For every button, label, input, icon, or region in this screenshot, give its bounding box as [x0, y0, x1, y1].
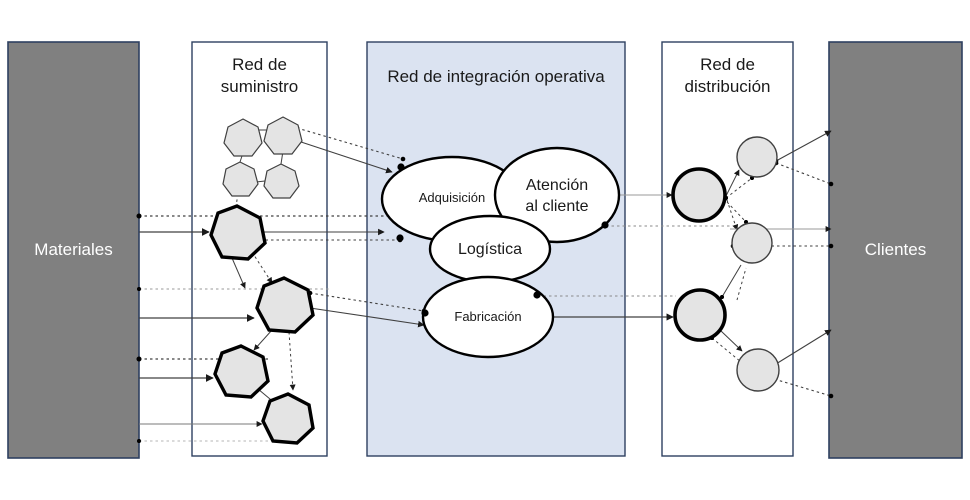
endcap-clientes — [828, 41, 963, 459]
port-dot-fab-ne — [533, 291, 541, 299]
dist-edge-4 — [726, 201, 749, 225]
distribution-node-d-hub-1[interactable] — [671, 167, 727, 223]
materials-feed-lines — [136, 213, 411, 444]
supply-node-s-small-4[interactable] — [263, 163, 300, 199]
supply-node-s-hub-4[interactable] — [261, 392, 315, 445]
dist-edge-6 — [736, 267, 747, 301]
integration-to-distribution-links — [535, 192, 730, 321]
supply-node-s-hub-2[interactable] — [255, 276, 315, 334]
panel-title-integration: Red de integración operativa — [387, 67, 605, 86]
supply-int-solid-a — [294, 139, 393, 174]
port-dot-atn-se — [601, 221, 609, 229]
distribution-node-d-small-2[interactable] — [731, 222, 773, 264]
supply-int-dotted-a — [294, 125, 406, 162]
supply-node-s-small-2[interactable] — [263, 116, 303, 155]
supply-edge-7 — [231, 257, 246, 289]
supply-to-integration-links — [257, 125, 427, 328]
distribution-node-d-small-1[interactable] — [736, 136, 778, 178]
dist-edge-8 — [709, 335, 744, 365]
supply-edge-6 — [251, 251, 273, 284]
dist-client-solid-1 — [773, 130, 832, 164]
ellipse-port-dots — [396, 163, 609, 317]
supply-int-solid-c — [309, 307, 425, 328]
port-dot-fab-w — [421, 309, 429, 317]
endcap-label-clientes: Clientes — [864, 240, 927, 259]
supply-node-s-small-3[interactable] — [222, 161, 259, 197]
distribution-node-d-hub-2[interactable] — [673, 288, 727, 342]
supply-node-s-small-1[interactable] — [223, 118, 263, 157]
process-node-logistica[interactable] — [428, 214, 552, 284]
dist-client-dotted-1 — [773, 160, 834, 187]
supply-edge-8 — [253, 329, 273, 351]
port-dot-adq-nw — [397, 163, 405, 171]
panel-title-distribution: Red de distribución — [684, 55, 771, 96]
distribution-internal-links — [709, 169, 755, 365]
endcap-materiales — [7, 41, 140, 459]
dist-edge-5 — [719, 264, 742, 300]
port-dot-adq-sw — [396, 234, 404, 242]
supply-edge-9 — [288, 331, 296, 391]
process-node-atencion-al-cliente[interactable] — [493, 146, 621, 244]
distribution-node-d-small-3[interactable] — [736, 348, 780, 392]
supply-node-s-hub-3[interactable] — [213, 344, 270, 399]
supply-node-s-hub-1[interactable] — [209, 204, 267, 261]
process-node-fabricacion[interactable] — [421, 275, 555, 359]
endcap-label-materiales: Materiales — [34, 240, 113, 259]
panel-title-supply: Red de suministro — [220, 55, 299, 96]
